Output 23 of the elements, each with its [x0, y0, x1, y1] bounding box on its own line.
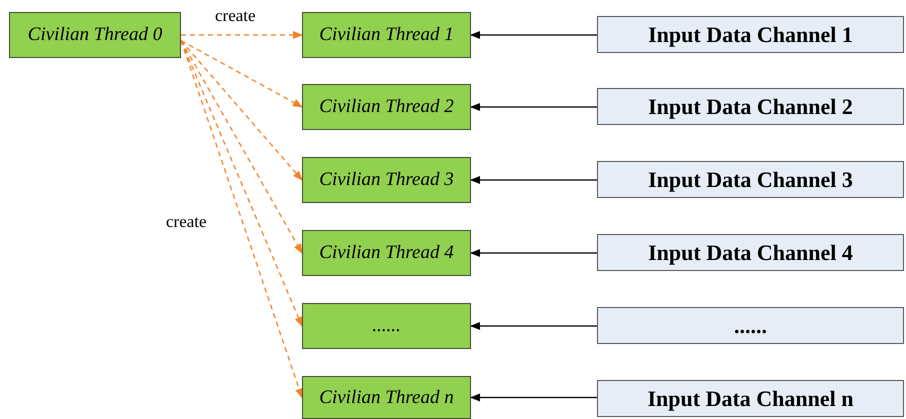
arrow	[470, 249, 597, 257]
arrow	[470, 31, 597, 39]
dashed-arrow	[180, 40, 303, 108]
thread-box: Civilian Thread 0	[9, 12, 181, 58]
thread-box: Civilian Thread 1	[302, 12, 471, 58]
dashed-arrow	[180, 40, 303, 181]
arrow	[470, 176, 597, 184]
channel-box: ......	[597, 307, 904, 344]
arrow	[470, 103, 597, 111]
thread-box: Civilian Thread n	[302, 376, 471, 419]
channel-box: Input Data Channel 1	[597, 16, 904, 53]
channel-box: Input Data Channel 3	[597, 161, 904, 198]
channel-box: Input Data Channel n	[597, 380, 904, 417]
channel-box: Input Data Channel 2	[597, 88, 904, 125]
arrow	[470, 394, 597, 402]
annotation-text: create	[166, 212, 207, 232]
thread-box: ......	[302, 303, 471, 349]
thread-box: Civilian Thread 3	[302, 157, 471, 203]
channel-box: Input Data Channel 4	[597, 234, 904, 271]
dashed-arrow	[181, 31, 303, 39]
thread-box: Civilian Thread 4	[302, 230, 471, 276]
arrow	[470, 322, 597, 330]
thread-box: Civilian Thread 2	[302, 84, 471, 130]
